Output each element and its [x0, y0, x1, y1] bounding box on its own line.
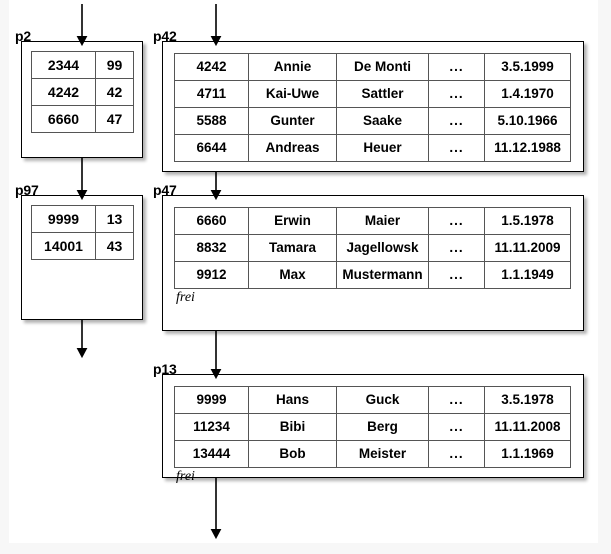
cell-id: 4242	[174, 53, 249, 81]
cell-key: 14001	[31, 232, 96, 260]
record-table-p13: 9999 Hans Guck ... 3.5.1978 11234 Bibi B…	[174, 386, 571, 468]
cell-id: 5588	[174, 107, 249, 135]
cell-lastname: Mustermann	[336, 261, 429, 289]
block-label-p97: p97	[15, 182, 39, 198]
cell-id: 4711	[174, 80, 249, 108]
cell-lastname: Sattler	[336, 80, 429, 108]
block-p13[interactable]: 9999 Hans Guck ... 3.5.1978 11234 Bibi B…	[162, 374, 584, 484]
cell-lastname: Saake	[336, 107, 429, 135]
cell-key: 9999	[31, 205, 96, 233]
cell-date: 3.5.1999	[484, 53, 571, 81]
cell-date: 5.10.1966	[484, 107, 571, 135]
table-row[interactable]: 11234 Bibi Berg ... 11.11.2008	[174, 413, 571, 441]
cell-more: ...	[428, 261, 485, 289]
cell-pointer: 47	[95, 105, 134, 133]
cell-id: 9912	[174, 261, 249, 289]
block-label-p13: p13	[153, 361, 177, 377]
cell-id: 9999	[174, 386, 249, 414]
cell-lastname: Berg	[336, 413, 429, 441]
cell-lastname: Heuer	[336, 134, 429, 162]
cell-more: ...	[428, 80, 485, 108]
cell-date: 1.1.1949	[484, 261, 571, 289]
table-row[interactable]: 13444 Bob Meister ... 1.1.1969	[174, 440, 571, 468]
cell-lastname: Guck	[336, 386, 429, 414]
record-table-p97: 9999 13 14001 43	[31, 205, 134, 260]
cell-firstname: Bibi	[248, 413, 337, 441]
cell-pointer: 99	[95, 51, 134, 79]
block-p97[interactable]: 9999 13 14001 43	[21, 195, 143, 320]
table-row[interactable]: 8832 Tamara Jagellowsk ... 11.11.2009	[174, 234, 571, 262]
cell-lastname: Jagellowsk	[336, 234, 429, 262]
cell-date: 1.1.1969	[484, 440, 571, 468]
cell-pointer: 42	[95, 78, 134, 106]
cell-date: 11.12.1988	[484, 134, 571, 162]
table-row[interactable]: 4242 Annie De Monti ... 3.5.1999	[174, 53, 571, 81]
table-row[interactable]: 5588 Gunter Saake ... 5.10.1966	[174, 107, 571, 135]
cell-firstname: Bob	[248, 440, 337, 468]
block-p2[interactable]: 2344 99 4242 42 6660 47	[21, 41, 143, 158]
cell-firstname: Tamara	[248, 234, 337, 262]
block-label-p47: p47	[153, 182, 177, 198]
cell-more: ...	[428, 107, 485, 135]
table-row[interactable]: 9999 Hans Guck ... 3.5.1978	[174, 386, 571, 414]
block-label-p2: p2	[15, 28, 31, 44]
table-row[interactable]: 6660 Erwin Maier ... 1.5.1978	[174, 207, 571, 235]
cell-id: 11234	[174, 413, 249, 441]
cell-id: 6660	[174, 207, 249, 235]
cell-key: 6660	[31, 105, 96, 133]
cell-firstname: Andreas	[248, 134, 337, 162]
table-row[interactable]: 6644 Andreas Heuer ... 11.12.1988	[174, 134, 571, 162]
cell-more: ...	[428, 413, 485, 441]
table-row[interactable]: 9999 13	[31, 205, 134, 233]
cell-pointer: 13	[95, 205, 134, 233]
cell-more: ...	[428, 134, 485, 162]
cell-firstname: Hans	[248, 386, 337, 414]
table-row[interactable]: 2344 99	[31, 51, 134, 79]
block-p47[interactable]: 6660 Erwin Maier ... 1.5.1978 8832 Tamar…	[162, 195, 584, 331]
cell-date: 11.11.2009	[484, 234, 571, 262]
cell-more: ...	[428, 53, 485, 81]
cell-date: 11.11.2008	[484, 413, 571, 441]
cell-id: 6644	[174, 134, 249, 162]
table-row[interactable]: 4711 Kai-Uwe Sattler ... 1.4.1970	[174, 80, 571, 108]
table-row[interactable]: 14001 43	[31, 232, 134, 260]
cell-pointer: 43	[95, 232, 134, 260]
cell-more: ...	[428, 207, 485, 235]
block-p42[interactable]: 4242 Annie De Monti ... 3.5.1999 4711 Ka…	[162, 41, 584, 172]
cell-lastname: Meister	[336, 440, 429, 468]
cell-firstname: Kai-Uwe	[248, 80, 337, 108]
cell-firstname: Annie	[248, 53, 337, 81]
cell-date: 1.4.1970	[484, 80, 571, 108]
table-row[interactable]: 9912 Max Mustermann ... 1.1.1949	[174, 261, 571, 289]
free-space-label-p47: frei	[176, 290, 195, 305]
cell-firstname: Erwin	[248, 207, 337, 235]
table-row[interactable]: 4242 42	[31, 78, 134, 106]
free-space-label-p13: frei	[176, 469, 195, 484]
record-table-p2: 2344 99 4242 42 6660 47	[31, 51, 134, 133]
block-label-p42: p42	[153, 28, 177, 44]
record-table-p47: 6660 Erwin Maier ... 1.5.1978 8832 Tamar…	[174, 207, 571, 289]
cell-more: ...	[428, 234, 485, 262]
table-row[interactable]: 6660 47	[31, 105, 134, 133]
cell-lastname: Maier	[336, 207, 429, 235]
cell-firstname: Gunter	[248, 107, 337, 135]
cell-firstname: Max	[248, 261, 337, 289]
cell-key: 4242	[31, 78, 96, 106]
cell-id: 13444	[174, 440, 249, 468]
record-table-p42: 4242 Annie De Monti ... 3.5.1999 4711 Ka…	[174, 53, 571, 162]
cell-id: 8832	[174, 234, 249, 262]
cell-lastname: De Monti	[336, 53, 429, 81]
cell-date: 1.5.1978	[484, 207, 571, 235]
cell-key: 2344	[31, 51, 96, 79]
cell-more: ...	[428, 386, 485, 414]
cell-date: 3.5.1978	[484, 386, 571, 414]
cell-more: ...	[428, 440, 485, 468]
